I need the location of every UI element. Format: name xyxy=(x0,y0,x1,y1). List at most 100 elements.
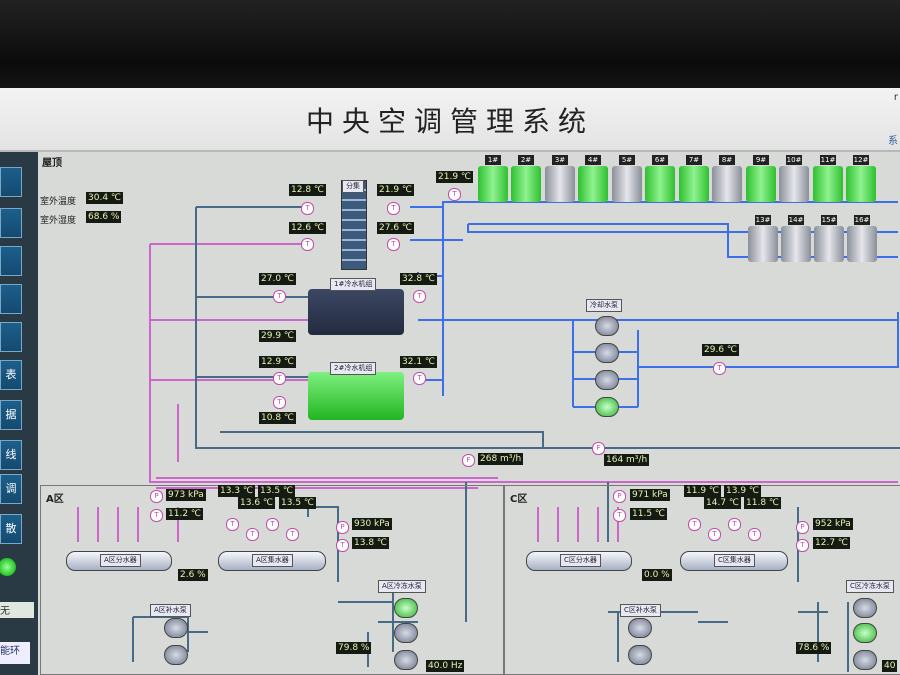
chiller-1-label: 1#冷水机组 xyxy=(330,278,377,291)
zone-a-label: A区 xyxy=(46,494,64,505)
zone-a-distributor-label: A区分水器 xyxy=(100,554,141,567)
cooling-tower-10[interactable] xyxy=(779,166,809,202)
cooling-water-loop xyxy=(418,312,899,408)
temp-sensor-icon: T xyxy=(413,372,426,385)
cooling-tower-5-tag: 5# xyxy=(619,155,635,165)
sidebar-item-2[interactable] xyxy=(0,208,22,238)
zone-a-pressure-return: 930 kPa xyxy=(352,518,392,530)
sidebar-item-10[interactable]: 散 xyxy=(0,514,22,544)
cooling-tower-2[interactable] xyxy=(511,166,541,202)
zone-c-temp-supply: 11.5 ℃ xyxy=(630,508,668,520)
zone-a-circ-pump-3[interactable] xyxy=(394,650,418,670)
sidebar-item-4[interactable] xyxy=(0,284,22,314)
temp-sensor-icon: T xyxy=(688,518,701,531)
zone-a-panel xyxy=(40,485,504,675)
temp-sensor-icon: T xyxy=(728,518,741,531)
zone-a-circ-pump-2[interactable] xyxy=(394,623,418,643)
zone-c-supply-pump-1[interactable] xyxy=(628,618,652,638)
cooling-tower-9[interactable] xyxy=(746,166,776,202)
zone-a-collector-label: A区集水器 xyxy=(252,554,293,567)
zone-a-supply-pump-label: A区补水泵 xyxy=(150,604,191,617)
chiller-2[interactable] xyxy=(308,372,404,420)
cooling-pump-1[interactable] xyxy=(595,316,619,336)
sidebar-item-9[interactable]: 调 xyxy=(0,474,22,504)
cooling-tower-16-tag: 16# xyxy=(854,215,870,225)
cooling-tower-8[interactable] xyxy=(712,166,742,202)
temp-sensor-icon: T xyxy=(387,238,400,251)
zone-c-small-temp-4: 11.8 ℃ xyxy=(744,497,782,509)
chiller2-right-temp: 32.1 ℃ xyxy=(400,356,438,368)
cooling-tower-6-tag: 6# xyxy=(652,155,668,165)
zone-c-label: C区 xyxy=(510,494,528,505)
chiller1-bottom-temp: 29.9 ℃ xyxy=(259,330,297,342)
sidebar-item-1[interactable] xyxy=(0,167,22,197)
zone-c-circ-pump-3[interactable] xyxy=(853,650,877,670)
cooling-tower-5[interactable] xyxy=(612,166,642,202)
zone-a-pressure-supply: 973 kPa xyxy=(166,489,206,501)
cooling-tower-7[interactable] xyxy=(679,166,709,202)
return-water-pipe xyxy=(195,206,900,449)
zone-c-supply-pump-2[interactable] xyxy=(628,645,652,665)
sidebar-item-6[interactable]: 表 xyxy=(0,360,22,390)
chiller-1[interactable] xyxy=(308,289,404,335)
zone-a-supply-pump-1[interactable] xyxy=(164,618,188,638)
page-title: 中央空调管理系统 xyxy=(305,105,594,138)
cooling-tower-4[interactable] xyxy=(578,166,608,202)
cooling-tower-6[interactable] xyxy=(645,166,675,202)
temp-sensor-icon: T xyxy=(796,539,809,552)
cooling-tower-15-tag: 15# xyxy=(821,215,837,225)
temp-sensor-icon: T xyxy=(448,188,461,201)
header-unit-label: 分集 xyxy=(342,180,364,193)
cooling-tower-1-tag: 1# xyxy=(485,155,501,165)
temp-sensor-icon: T xyxy=(266,518,279,531)
cooling-tower-12[interactable] xyxy=(846,166,876,202)
cooling-return-temp: 29.6 ℃ xyxy=(702,344,740,356)
sidebar-item-8[interactable]: 线 xyxy=(0,440,22,470)
cooling-tower-14[interactable] xyxy=(781,226,811,262)
cooling-pump-4[interactable] xyxy=(595,397,619,417)
sidebar-status-label: 无 xyxy=(0,602,34,618)
zone-a-circ-pump-1[interactable] xyxy=(394,598,418,618)
zone-c-circ-pump-2[interactable] xyxy=(853,623,877,643)
cooling-tower-11[interactable] xyxy=(813,166,843,202)
cooling-tower-16[interactable] xyxy=(847,226,877,262)
zone-a-small-temp-3: 13.5 ℃ xyxy=(258,485,296,497)
chiller1-left-temp: 27.0 ℃ xyxy=(259,273,297,285)
zone-c-pressure-return: 952 kPa xyxy=(813,518,853,530)
zone-c-panel xyxy=(504,485,900,675)
zone-c-circ-pump-1[interactable] xyxy=(853,598,877,618)
flow-b-value: 164 m³/h xyxy=(604,454,650,466)
sidebar-item-5[interactable] xyxy=(0,322,22,352)
zone-a-temp-supply: 11.2 ℃ xyxy=(166,508,204,520)
temp-sensor-icon: T xyxy=(273,372,286,385)
zone-a-temp-return: 13.8 ℃ xyxy=(352,537,390,549)
pressure-sensor-icon: P xyxy=(336,521,349,534)
chiller-2-label: 2#冷水机组 xyxy=(330,362,377,375)
cooling-tower-1[interactable] xyxy=(478,166,508,202)
cooling-tower-15[interactable] xyxy=(814,226,844,262)
zone-c-pressure-supply: 971 kPa xyxy=(630,489,670,501)
temp-sensor-icon: T xyxy=(150,509,163,522)
cooling-pump-2[interactable] xyxy=(595,343,619,363)
cooling-pump-3[interactable] xyxy=(595,370,619,390)
sidebar-item-3[interactable] xyxy=(0,246,22,276)
zone-a-circ-valve-percent: 79.8 % xyxy=(336,642,372,654)
cooling-tower-11-tag: 11# xyxy=(820,155,836,165)
temp-sensor-icon: T xyxy=(413,290,426,303)
company-logo: 能环 xyxy=(0,642,30,664)
zone-a-supply-pump-2[interactable] xyxy=(164,645,188,665)
chiller1-right-temp: 32.8 ℃ xyxy=(400,273,438,285)
sidebar-item-7[interactable]: 据 xyxy=(0,400,22,430)
temp-top-left-1: 12.8 ℃ xyxy=(289,184,327,196)
cooling-tower-12-tag: 12# xyxy=(853,155,869,165)
temp-sensor-icon: T xyxy=(336,539,349,552)
pressure-sensor-icon: P xyxy=(796,521,809,534)
cooling-tower-10-tag: 10# xyxy=(786,155,802,165)
cooling-pump-group-label: 冷却水泵 xyxy=(586,299,622,312)
temp-sensor-icon: T xyxy=(301,238,314,251)
cooling-tower-13[interactable] xyxy=(748,226,778,262)
roof-label: 屋顶 xyxy=(42,158,62,169)
cooling-tower-3[interactable] xyxy=(545,166,575,202)
outdoor-humidity-value: 68.6 % xyxy=(86,211,122,223)
title-right-link[interactable]: 系 xyxy=(888,136,898,147)
